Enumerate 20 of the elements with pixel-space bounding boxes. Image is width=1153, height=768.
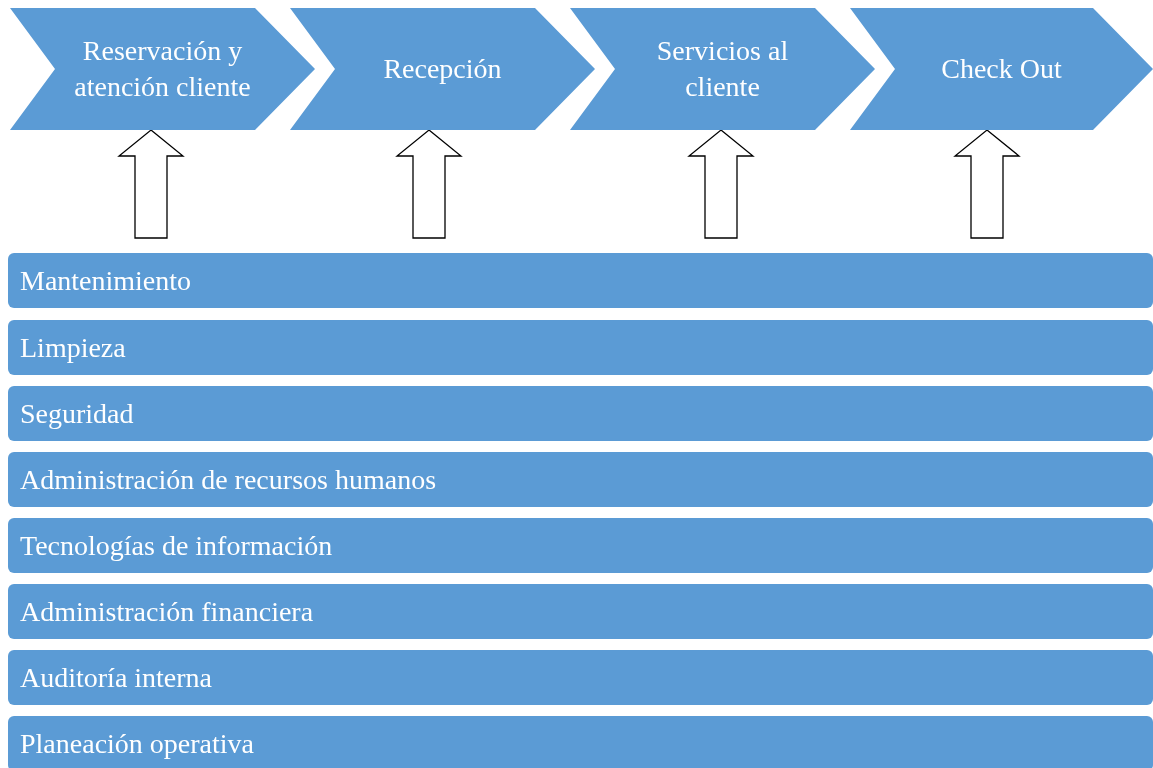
support-activity-bar: Seguridad [8,386,1153,441]
chevron-step [290,8,595,130]
support-activity-bar: Administración de recursos humanos [8,452,1153,507]
block-arrow [395,129,463,239]
chevron-step [10,8,315,130]
step-label: Reservación y atención cliente [73,34,252,104]
support-activity-bar: Limpieza [8,320,1153,375]
support-activity-bar: Auditoría interna [8,650,1153,705]
support-activity-bar: Mantenimiento [8,253,1153,308]
step-label: Check Out [941,52,1062,86]
step-label: Recepción [383,52,502,86]
step-label: Servicios al cliente [655,34,790,104]
support-activity-bar: Administración financiera [8,584,1153,639]
chevron-step [570,8,875,130]
support-activity-bar: Tecnologías de información [8,518,1153,573]
block-arrow [953,129,1021,239]
support-activity-bar: Planeación operativa [8,716,1153,768]
block-arrow [687,129,755,239]
block-arrow [117,129,185,239]
chevron-step [850,8,1153,130]
